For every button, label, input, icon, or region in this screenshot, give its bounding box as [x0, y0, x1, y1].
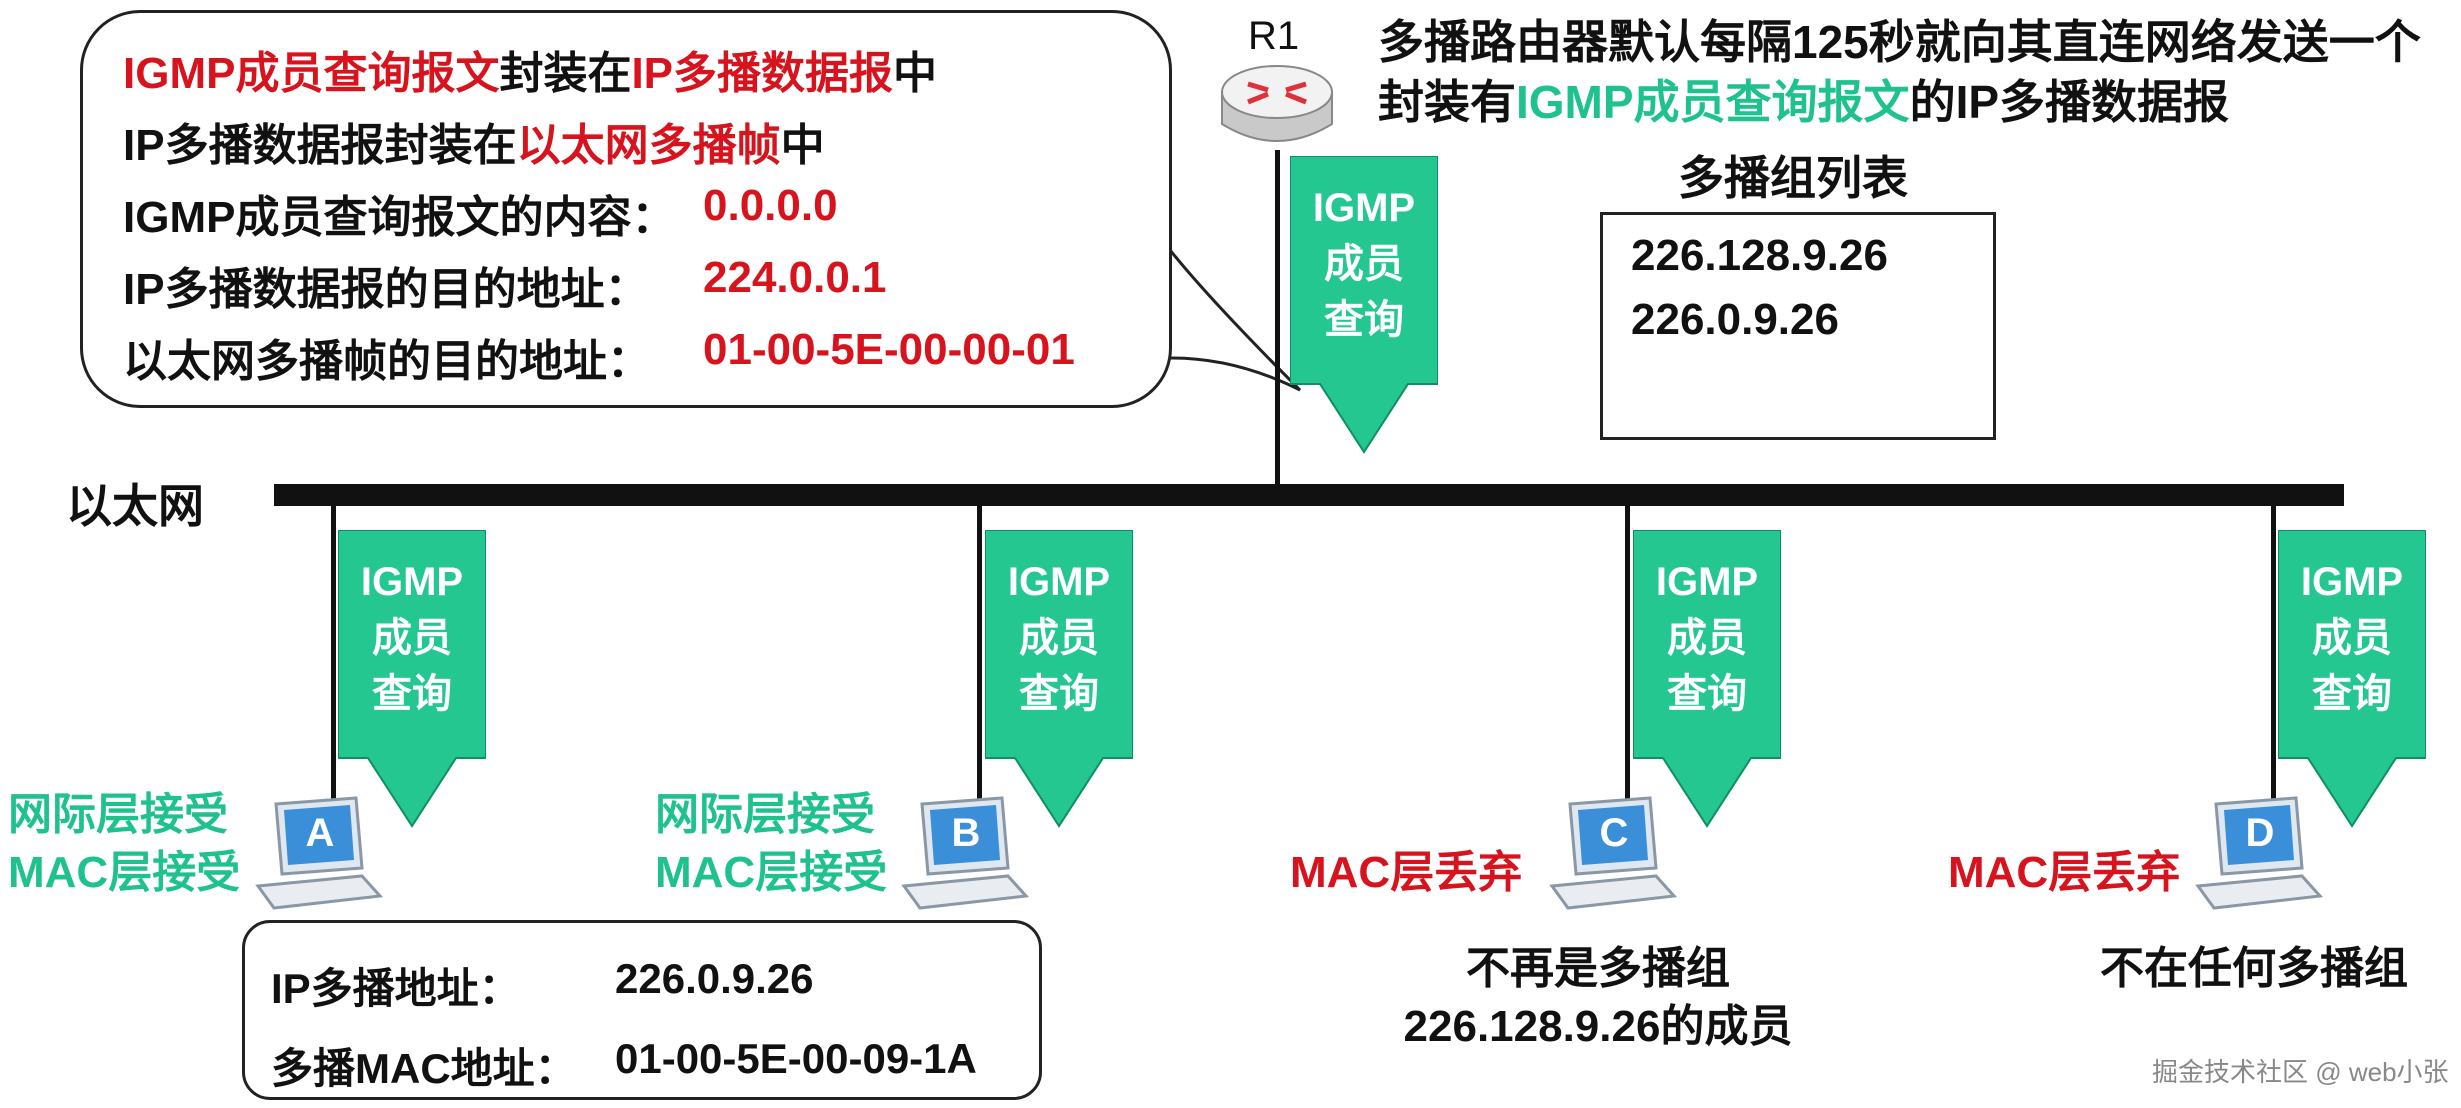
host-a-link: [331, 500, 336, 800]
host-b-status-line-2: MAC层接受: [655, 848, 888, 897]
igmp-query-arrow: IGMP 成员 查询: [338, 530, 486, 830]
callout-row-value: 224.0.0.1: [703, 253, 887, 302]
down-arrow-icon: [2278, 530, 2426, 828]
ethernet-label: 以太网: [66, 480, 204, 532]
down-arrow-icon: [1290, 156, 1438, 454]
group-list-item: 226.128.9.26: [1631, 231, 1888, 280]
igmp-query-arrow: IGMP 成员 查询: [985, 530, 1133, 830]
callout-line-1: IGMP成员查询报文封装在IP多播数据报中: [123, 49, 938, 98]
host-id: A: [306, 811, 335, 855]
host-c-note: 不再是多播组 226.128.9.26的成员: [1403, 944, 1793, 1051]
callout-row-label: 以太网多播帧的目的地址：: [123, 337, 651, 386]
host-a-status-line-2: MAC层接受: [8, 848, 241, 897]
down-arrow-icon: [985, 530, 1133, 828]
host-id: C: [1600, 811, 1629, 855]
down-arrow-icon: [338, 530, 486, 828]
host-c-link: [1625, 500, 1630, 800]
callout-line-2: IP多播数据报封装在以太网多播帧中: [123, 121, 825, 170]
info-value: 226.0.9.26: [615, 955, 814, 1002]
host-b-link: [977, 500, 982, 800]
callout-row-label: IGMP成员查询报文的内容：: [123, 193, 676, 242]
group-list-title: 多播组列表: [1678, 152, 1908, 204]
host-d-link: [2271, 500, 2276, 800]
info-value: 01-00-5E-00-09-1A: [615, 1035, 977, 1082]
watermark: 掘金技术社区 @ web小张: [2152, 1057, 2449, 1087]
router-icon: [1221, 65, 1333, 142]
laptop-icon-b: B: [901, 796, 1030, 910]
header-line-1: 多播路由器默认每隔125秒就向其直连网络发送一个: [1378, 16, 2421, 68]
host-id: B: [952, 811, 981, 855]
group-list-item: 226.0.9.26: [1631, 295, 1839, 344]
igmp-query-arrow: IGMP 成员 查询: [1290, 156, 1438, 456]
callout-row-value: 0.0.0.0: [703, 181, 838, 230]
down-arrow-icon: [1633, 530, 1781, 828]
laptop-icon-c: C: [1549, 796, 1678, 910]
callout-row-label: IP多播数据报的目的地址：: [123, 265, 649, 314]
igmp-query-arrow: IGMP 成员 查询: [1633, 530, 1781, 830]
host-a-status-line-1: 网际层接受: [8, 790, 228, 839]
info-label: 多播MAC地址：: [271, 1045, 577, 1092]
info-label: IP多播地址：: [271, 965, 521, 1012]
header-line-2: 封装有IGMP成员查询报文的IP多播数据报: [1378, 76, 2230, 128]
host-a-info-box: IP多播地址： 226.0.9.26 多播MAC地址： 01-00-5E-00-…: [242, 920, 1042, 1100]
callout-bubble: IGMP成员查询报文封装在IP多播数据报中 IP多播数据报封装在以太网多播帧中 …: [80, 10, 1172, 408]
host-b-status-line-1: 网际层接受: [655, 790, 875, 839]
host-c-status: MAC层丢弃: [1290, 848, 1523, 897]
laptop-icon-a: A: [255, 796, 384, 910]
ethernet-bus: [274, 484, 2344, 506]
host-id: D: [2246, 811, 2275, 855]
router-label: R1: [1248, 14, 1300, 58]
router-link: [1275, 150, 1280, 490]
host-d-note: 不在任何多播组: [2100, 944, 2408, 993]
callout-tail: [1137, 246, 1302, 392]
group-list-box: 226.128.9.26 226.0.9.26: [1600, 212, 1996, 440]
callout-row-value: 01-00-5E-00-00-01: [703, 325, 1075, 374]
igmp-query-arrow: IGMP 成员 查询: [2278, 530, 2426, 830]
laptop-icon-d: D: [2195, 796, 2324, 910]
host-d-status: MAC层丢弃: [1948, 848, 2181, 897]
